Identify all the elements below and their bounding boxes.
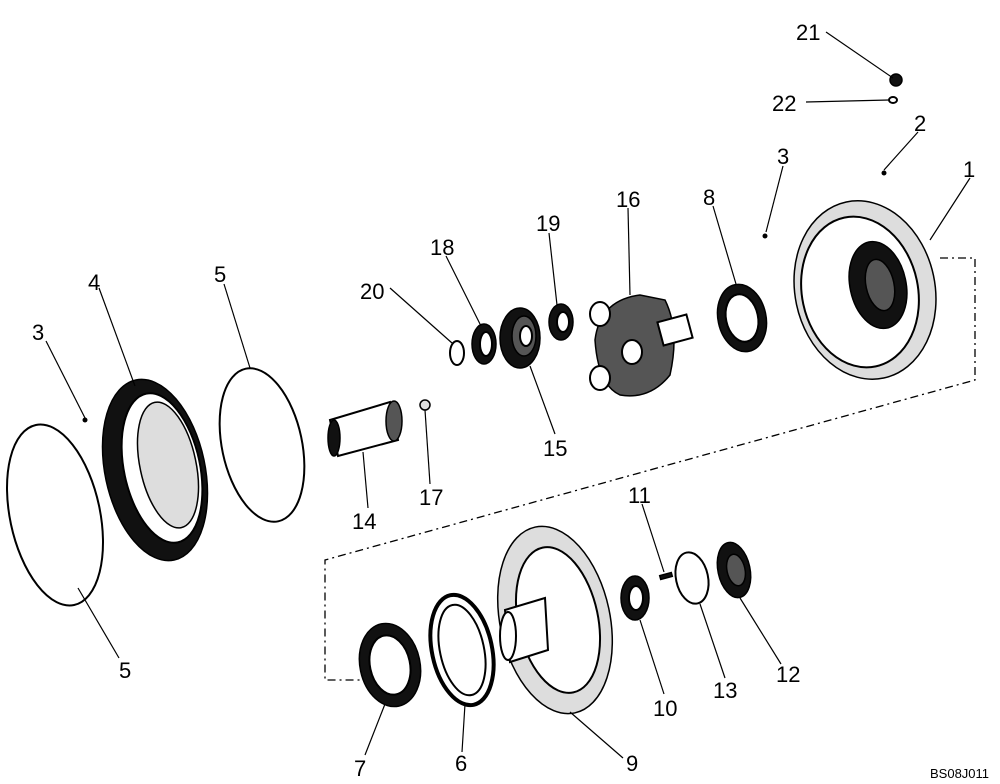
callout-6: 6 bbox=[455, 751, 467, 776]
part-7-bearing-cone bbox=[358, 622, 422, 708]
callout-12: 12 bbox=[776, 662, 800, 687]
callout-1: 1 bbox=[963, 157, 975, 182]
callout-labels: 21 22 2 1 3 8 16 19 18 20 5 4 3 14 17 15… bbox=[32, 20, 975, 781]
callout-11: 11 bbox=[628, 483, 651, 508]
callout-5-upper: 5 bbox=[214, 262, 226, 287]
part-22-o-ring-small bbox=[888, 96, 898, 104]
part-1-planetary-housing bbox=[793, 200, 937, 380]
callout-4: 4 bbox=[88, 270, 100, 295]
part-15-planet-gear bbox=[499, 307, 541, 369]
callout-15: 15 bbox=[543, 436, 567, 461]
callout-3-right: 3 bbox=[777, 144, 789, 169]
part-8-bearing-cone bbox=[716, 283, 768, 353]
callout-19: 19 bbox=[536, 211, 560, 236]
part-4-ring-gear bbox=[101, 378, 209, 562]
callout-18: 18 bbox=[430, 235, 454, 260]
part-2-dot bbox=[881, 170, 887, 176]
part-10-bearing bbox=[620, 575, 650, 621]
callout-16: 16 bbox=[616, 187, 640, 212]
part-13-snap-ring bbox=[674, 551, 710, 605]
part-11-pin bbox=[658, 571, 674, 581]
part-18-thrust-washer bbox=[471, 323, 497, 365]
drawing-code: BS08J011 bbox=[930, 766, 989, 781]
part-3-dot-left bbox=[82, 417, 88, 423]
callout-10: 10 bbox=[653, 696, 677, 721]
callout-13: 13 bbox=[713, 678, 737, 703]
callout-3-left: 3 bbox=[32, 320, 44, 345]
callout-14: 14 bbox=[352, 509, 376, 534]
part-19-bearing bbox=[548, 303, 574, 341]
part-16-planet-carrier bbox=[589, 294, 694, 397]
part-21-plug bbox=[889, 73, 903, 87]
callout-22: 22 bbox=[772, 91, 796, 116]
part-12-cover bbox=[716, 541, 752, 599]
part-14-sun-gear-shaft bbox=[327, 400, 403, 458]
part-5-o-ring-left bbox=[6, 423, 104, 607]
callout-5-lower: 5 bbox=[119, 658, 131, 683]
part-5-o-ring-right bbox=[218, 367, 306, 523]
callout-2: 2 bbox=[914, 111, 926, 136]
callout-8: 8 bbox=[703, 185, 715, 210]
callout-17: 17 bbox=[419, 485, 443, 510]
part-20-snap-ring bbox=[449, 340, 465, 366]
assembly-dash-line bbox=[324, 257, 976, 681]
part-6-seal bbox=[428, 592, 496, 708]
part-9-wheel-hub bbox=[496, 525, 614, 715]
callout-7: 7 bbox=[354, 756, 366, 781]
part-17-ball bbox=[419, 399, 431, 411]
leader-lines bbox=[45, 31, 971, 759]
callout-20: 20 bbox=[360, 279, 384, 304]
callout-21: 21 bbox=[796, 20, 820, 45]
callout-9: 9 bbox=[626, 751, 638, 776]
part-3-dot-right bbox=[762, 233, 768, 239]
